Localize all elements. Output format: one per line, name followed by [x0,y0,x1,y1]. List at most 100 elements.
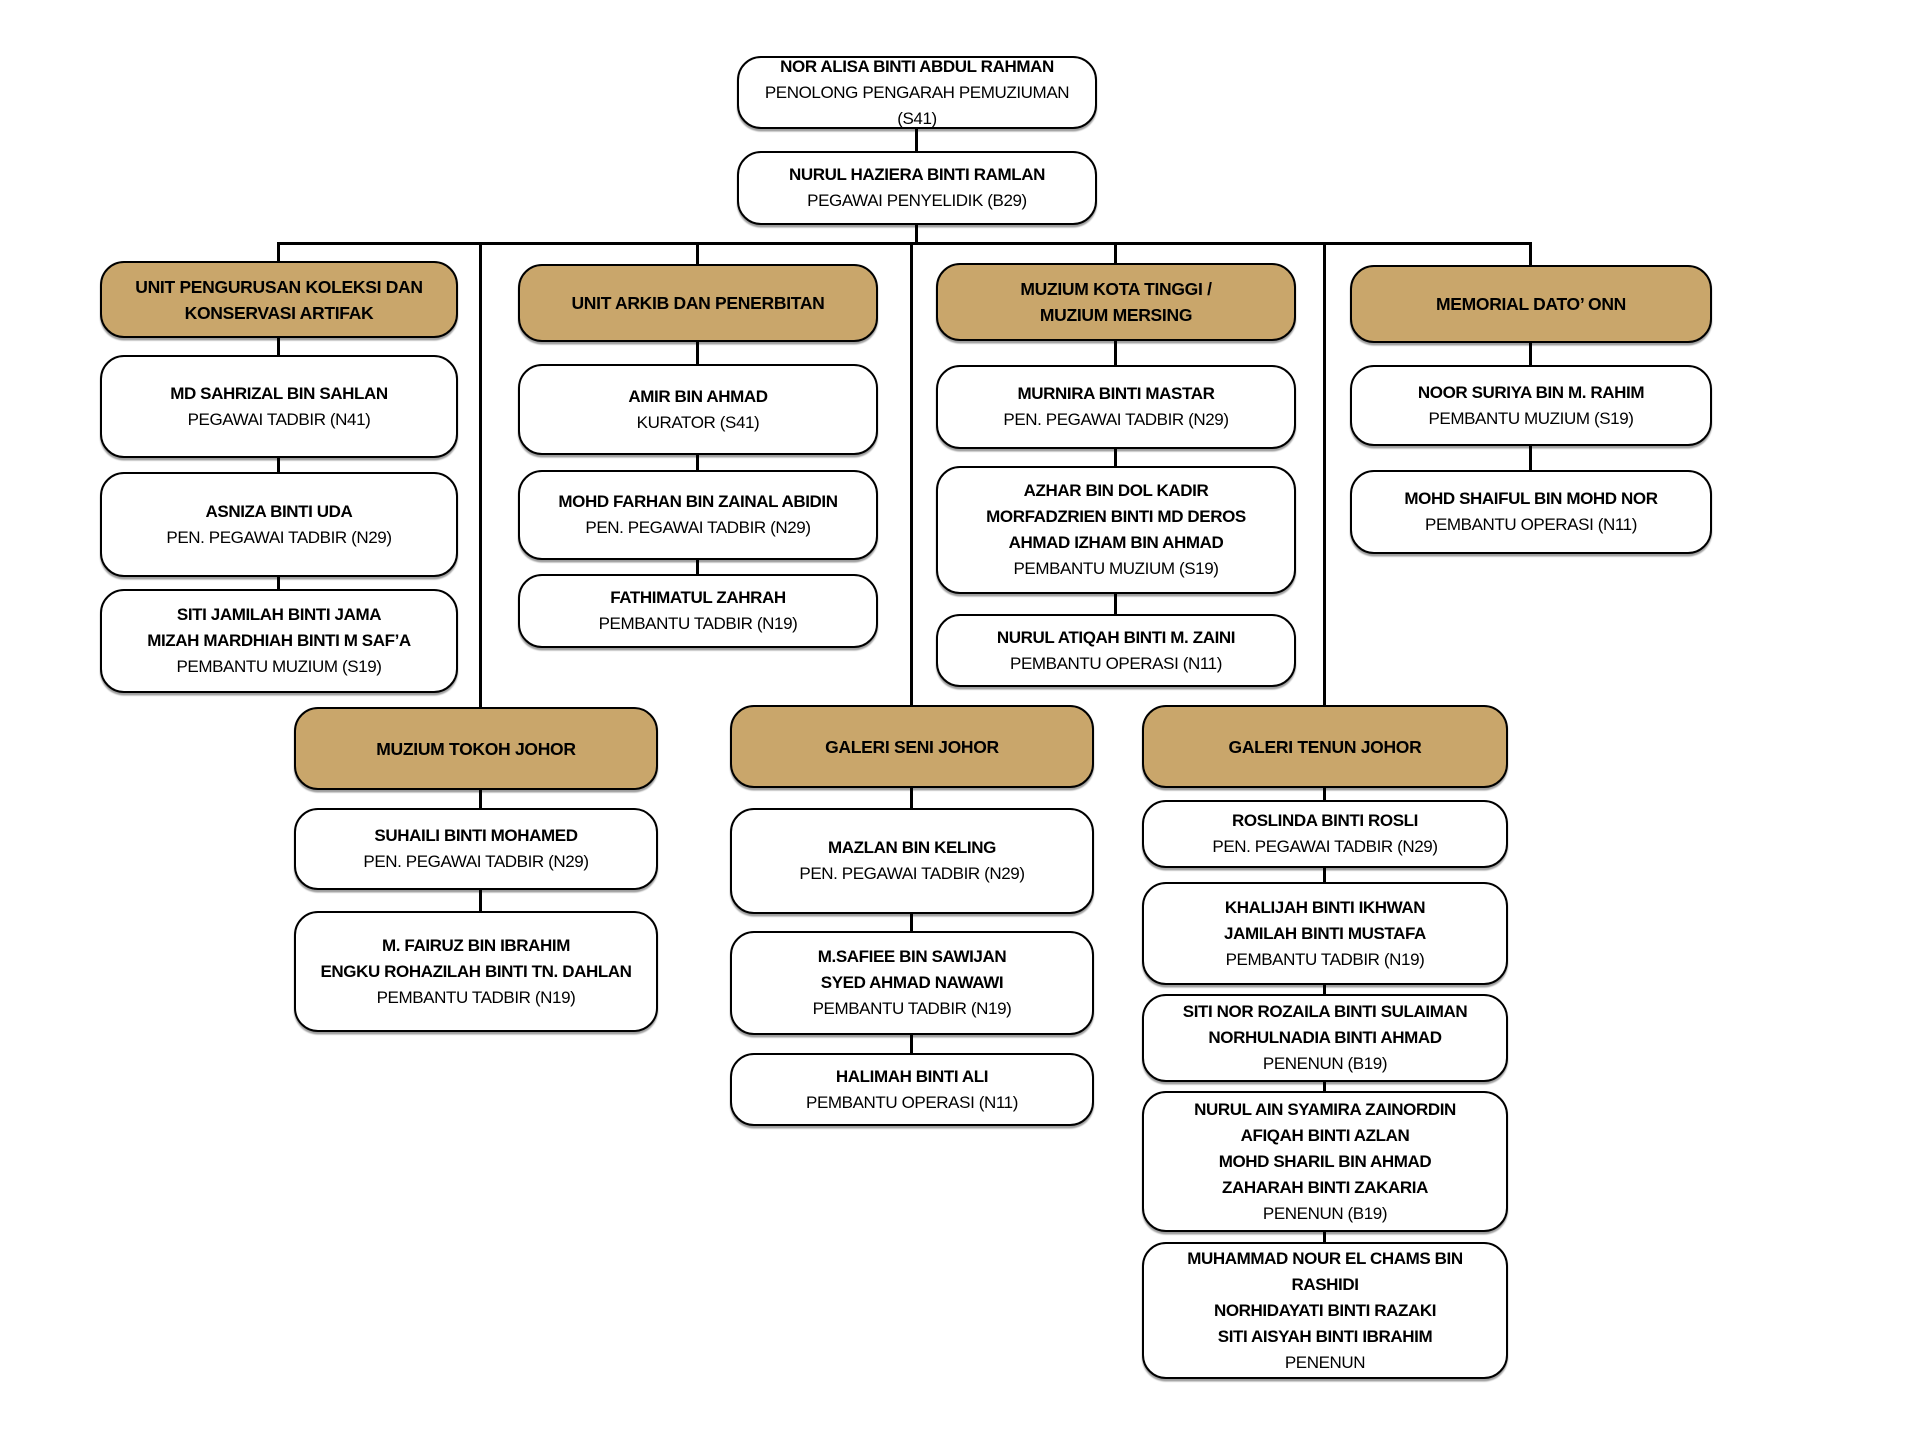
person-name: M.SAFIEE BIN SAWIJAN [817,947,1007,966]
person-name: MURNIRA BINTI MASTAR [1017,384,1215,403]
person-role: PEN. PEGAWAI TADBIR (N29) [1003,410,1229,429]
person-role: PEMBANTU OPERASI (N11) [806,1092,1018,1112]
unit-header-label: MUZIUM TOKOH JOHOR [376,738,576,759]
person-name: NOOR SURIYA BIN M. RAHIM [1417,382,1645,402]
unit-header-label: UNIT ARKIB DAN PENERBITAN [571,293,825,313]
unit-header-label: MUZIUM MERSING [1039,305,1193,325]
person-name: AMIR BIN AHMAD [628,386,768,406]
person-name: SYED AHMAD NAWAWI [820,973,1004,992]
person-box: MURNIRA BINTI MASTAR PEN. PEGAWAI TADBIR… [936,365,1296,449]
person-name: NORHULNADIA BINTI AHMAD [1208,1028,1442,1047]
person-box: ASNIZA BINTI UDA PEN. PEGAWAI TADBIR (N2… [100,472,458,577]
person-name: NURUL ATIQAH BINTI M. ZAINI [996,627,1236,647]
person-name: AZHAR BIN DOL KADIR [1023,481,1209,500]
person-role: PENENUN (B19) [1262,1054,1388,1073]
person-box: MOHD SHAIFUL BIN MOHD NOR PEMBANTU OPERA… [1350,470,1712,554]
person-name: M. FAIRUZ BIN IBRAHIM [381,935,571,955]
connector-line [277,242,1532,245]
connector-line [696,454,699,471]
person-role: PENOLONG PENGARAH PEMUZIUMAN (S41) [764,82,1070,128]
connector-line [1114,593,1117,615]
person-box: HALIMAH BINTI ALI PEMBANTU OPERASI (N11) [730,1053,1094,1126]
person-name: NURUL AIN SYAMIRA ZAINORDIN [1194,1099,1456,1119]
unit-header-box: GALERI SENI JOHOR [730,705,1094,788]
unit-header-label: MUZIUM KOTA TINGGI / [1020,279,1212,299]
person-box: NURUL AIN SYAMIRA ZAINORDIN AFIQAH BINTI… [1142,1091,1508,1232]
person-name: SITI JAMILAH BINTI JAMA [176,605,382,624]
person-name: FATHIMATUL ZAHRAH [610,588,786,607]
person-role: PEN. PEGAWAI TADBIR (N29) [166,527,392,547]
person-name: SITI NOR ROZAILA BINTI SULAIMAN [1182,1002,1468,1021]
connector-line [277,457,280,473]
connector-line [479,889,482,912]
connector-line [1323,787,1326,801]
person-box: SUHAILI BINTI MOHAMED PEN. PEGAWAI TADBI… [294,808,658,890]
person-role: PEMBANTU MUZIUM (S19) [1013,559,1219,578]
person-box-director: NOR ALISA BINTI ABDUL RAHMAN PENOLONG PE… [737,56,1097,129]
connector-line [479,244,482,708]
person-box: M.SAFIEE BIN SAWIJAN SYED AHMAD NAWAWI P… [730,931,1094,1035]
person-name: MOHD FARHAN BIN ZAINAL ABIDIN [558,492,838,511]
person-box: MUHAMMAD NOUR EL CHAMS BIN RASHIDI NORHI… [1142,1242,1508,1379]
connector-line [1323,244,1326,706]
connector-line [1323,984,1326,995]
connector-line [696,559,699,575]
unit-header-box: GALERI TENUN JOHOR [1142,705,1508,788]
person-role: PEMBANTU OPERASI (N11) [1425,515,1637,534]
person-name: MAZLAN BIN KELING [828,838,996,857]
unit-header-box: MUZIUM TOKOH JOHOR [294,707,658,790]
connector-line [1114,244,1117,264]
person-name: MUHAMMAD NOUR EL CHAMS BIN RASHIDI [1187,1248,1463,1294]
person-role: PEN. PEGAWAI TADBIR (N29) [585,518,811,537]
person-role: PEMBANTU TADBIR (N19) [1225,949,1425,969]
unit-header-box: MEMORIAL DATO’ ONN [1350,265,1712,343]
person-role: PEN. PEGAWAI TADBIR (N29) [363,852,589,871]
person-role: PEN. PEGAWAI TADBIR (N29) [799,864,1025,883]
person-box-deputy: NURUL HAZIERA BINTI RAMLAN PEGAWAI PENYE… [737,151,1097,225]
person-name: MOHD SHAIFUL BIN MOHD NOR [1404,489,1658,508]
person-name: KHALIJAH BINTI IKHWAN [1224,897,1426,917]
person-box: KHALIJAH BINTI IKHWAN JAMILAH BINTI MUST… [1142,882,1508,985]
person-role: PEMBANTU TADBIR (N19) [812,999,1012,1018]
person-name: JAMILAH BINTI MUSTAFA [1224,923,1426,943]
person-role: PENENUN (B19) [1262,1203,1388,1223]
person-role: PEMBANTU MUZIUM (S19) [176,657,382,676]
connector-line [696,244,699,265]
person-role: PENENUN [1284,1352,1366,1372]
connector-line [915,128,918,152]
person-box: AMIR BIN AHMAD KURATOR (S41) [518,364,878,455]
person-name: ROSLINDA BINTI ROSLI [1232,811,1418,830]
person-role: PEMBANTU TADBIR (N19) [598,614,798,633]
person-role: PEMBANTU MUZIUM (S19) [1428,408,1634,428]
person-role: KURATOR (S41) [636,412,760,432]
person-box: MD SAHRIZAL BIN SAHLAN PEGAWAI TADBIR (N… [100,355,458,458]
person-name: MIZAH MARDHIAH BINTI M SAF’A [147,631,411,650]
connector-line [910,1034,913,1054]
connector-line [479,789,482,809]
connector-line [910,913,913,932]
person-name: ENGKU ROHAZILAH BINTI TN. DAHLAN [320,961,632,981]
person-box: MAZLAN BIN KELING PEN. PEGAWAI TADBIR (N… [730,808,1094,914]
connector-line [910,787,913,809]
unit-header-label: GALERI TENUN JOHOR [1228,736,1422,757]
connector-line [696,341,699,365]
person-name: MD SAHRIZAL BIN SAHLAN [170,383,388,403]
person-box: SITI NOR ROZAILA BINTI SULAIMAN NORHULNA… [1142,994,1508,1082]
connector-line [1529,244,1532,266]
person-box: ROSLINDA BINTI ROSLI PEN. PEGAWAI TADBIR… [1142,800,1508,868]
person-role: PEMBANTU TADBIR (N19) [376,987,576,1007]
person-name: NURUL HAZIERA BINTI RAMLAN [789,165,1045,184]
unit-header-label: KONSERVASI ARTIFAK [184,302,374,323]
connector-line [1323,867,1326,883]
connector-line [277,576,280,590]
connector-line [1529,445,1532,471]
unit-header-box: UNIT ARKIB DAN PENERBITAN [518,264,878,342]
person-name: MOHD SHARIL BIN AHMAD [1218,1151,1432,1171]
person-box: FATHIMATUL ZAHRAH PEMBANTU TADBIR (N19) [518,574,878,648]
unit-header-box: MUZIUM KOTA TINGGI / MUZIUM MERSING [936,263,1296,341]
connector-line [915,224,918,244]
person-role: PEGAWAI PENYELIDIK (B29) [807,191,1027,210]
person-name: SUHAILI BINTI MOHAMED [374,826,578,845]
person-role: PEN. PEGAWAI TADBIR (N29) [1212,837,1438,856]
